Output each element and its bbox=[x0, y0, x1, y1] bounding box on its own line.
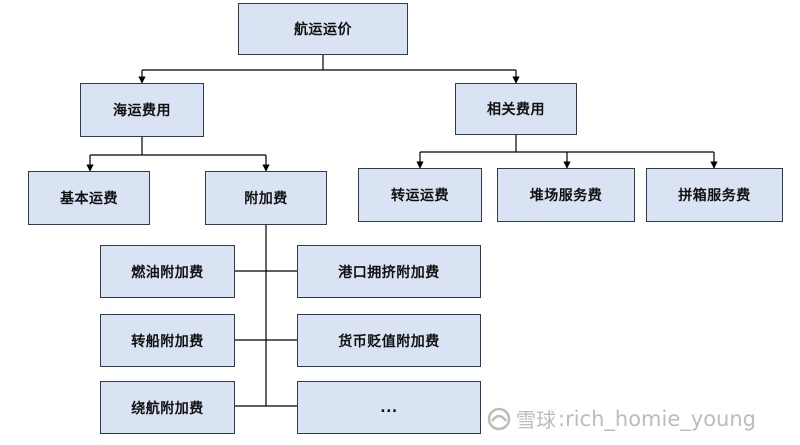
watermark: 雪球 : rich_homie_young bbox=[486, 404, 756, 433]
more-surcharges-label: ... bbox=[380, 399, 398, 416]
currency-surcharge-node: 货币贬值附加费 bbox=[297, 314, 481, 367]
yard-service-node: 堆场服务费 bbox=[497, 168, 635, 222]
fuel-surcharge-node: 燃油附加费 bbox=[100, 245, 235, 298]
surcharge-label: 附加费 bbox=[244, 191, 288, 207]
detour-surcharge-node: 绕航附加费 bbox=[100, 381, 235, 434]
port-congestion-surcharge-node: 港口拥挤附加费 bbox=[297, 245, 481, 298]
related-fees-label: 相关费用 bbox=[487, 102, 545, 118]
consolidation-service-node: 拼箱服务费 bbox=[646, 168, 783, 222]
watermark-colon: : bbox=[558, 406, 566, 431]
watermark-brand: 雪球 bbox=[516, 408, 556, 432]
transshipment-surcharge-node: 转船附加费 bbox=[100, 314, 235, 367]
snowball-logo-icon bbox=[487, 407, 511, 430]
transfer-freight-node: 转运运费 bbox=[358, 168, 482, 222]
fuel-surcharge-label: 燃油附加费 bbox=[131, 264, 204, 281]
more-surcharges-node: ... bbox=[297, 381, 481, 434]
yard-service-label: 堆场服务费 bbox=[529, 188, 603, 204]
detour-surcharge-label: 绕航附加费 bbox=[131, 400, 204, 417]
ocean-freight-node: 海运费用 bbox=[80, 83, 204, 137]
surcharge-node: 附加费 bbox=[205, 171, 327, 225]
root-node: 航运运价 bbox=[238, 3, 408, 55]
consolidation-service-label: 拼箱服务费 bbox=[678, 188, 751, 204]
related-fees-node: 相关费用 bbox=[455, 83, 577, 135]
ocean-freight-label: 海运费用 bbox=[113, 103, 171, 119]
basic-freight-node: 基本运费 bbox=[28, 171, 150, 225]
root-label: 航运运价 bbox=[294, 22, 352, 38]
transshipment-surcharge-label: 转船附加费 bbox=[131, 333, 204, 350]
transfer-freight-label: 转运运费 bbox=[391, 188, 449, 204]
currency-surcharge-label: 货币贬值附加费 bbox=[338, 333, 440, 350]
watermark-handle: rich_homie_young bbox=[565, 406, 756, 431]
port-congestion-surcharge-label: 港口拥挤附加费 bbox=[338, 264, 440, 281]
basic-freight-label: 基本运费 bbox=[60, 191, 118, 207]
